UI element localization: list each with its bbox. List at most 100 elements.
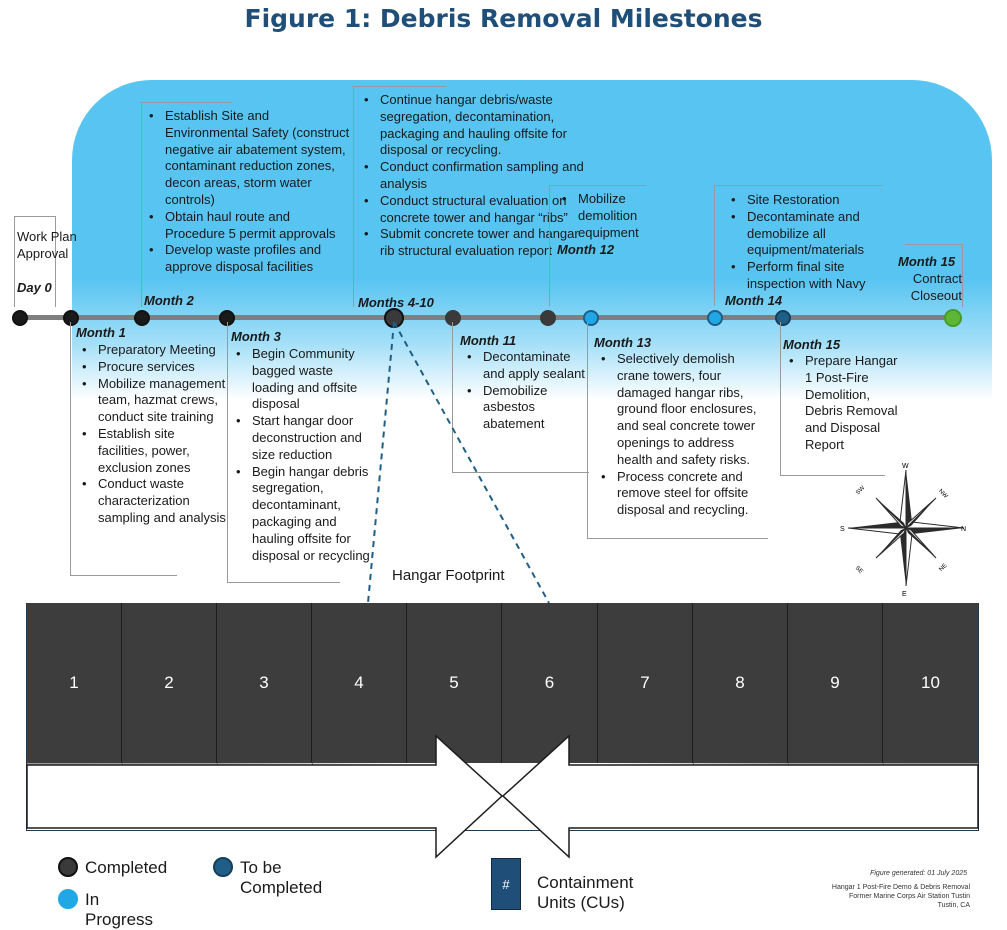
cu-9: 9 — [788, 603, 883, 763]
list-item: Obtain haul route and Procedure 5 permit… — [149, 209, 353, 243]
list-item: Decontaminate and apply sealant — [467, 349, 591, 383]
hangar-footprint-label: Hangar Footprint — [392, 567, 505, 584]
month1-list: Preparatory Meeting Procure services Mob… — [76, 342, 226, 527]
cu-number: 10 — [921, 673, 940, 692]
list-item: Preparatory Meeting — [82, 342, 226, 359]
cu-8: 8 — [693, 603, 788, 763]
list-item: Mobilize demolition equipment — [562, 191, 656, 241]
list-item: Site Restoration — [731, 192, 890, 209]
month14-list: Site Restoration Decontaminate and demob… — [725, 192, 890, 293]
month13-label: Month 13 — [594, 335, 652, 350]
compass-s-label: S — [840, 526, 845, 533]
list-item: Prepare Hangar 1 Post-Fire Demolition, D… — [789, 353, 905, 454]
legend-to-be-completed-label: To be Completed — [240, 858, 323, 897]
month11-list: Decontaminate and apply sealant Demobili… — [461, 349, 591, 433]
list-item: Demobilize asbestos abatement — [467, 383, 591, 433]
compass-se-label: SE — [854, 565, 864, 575]
credit-generated: Figure generated: 01 July 2025 — [870, 870, 967, 877]
list-item: Perform final site inspection with Navy — [731, 259, 890, 293]
list-item: Process concrete and remove steel for of… — [601, 469, 770, 519]
converging-arrows-icon — [26, 734, 979, 859]
month11-label: Month 11 — [460, 333, 517, 348]
day0-label: Day 0 — [17, 280, 52, 295]
month13-bracket — [587, 322, 768, 539]
legend-in-progress-label: In Progress — [85, 890, 154, 929]
month3-list: Begin Community bagged waste loading and… — [230, 346, 375, 564]
cu-number: 7 — [640, 673, 650, 692]
month15a-bracket — [905, 244, 963, 307]
milestone-dot-month15b — [775, 310, 791, 326]
compass-ne-label: NE — [938, 563, 948, 573]
compass-sw-label: SW — [855, 485, 866, 496]
month13-list: Selectively demolish crane towers, four … — [595, 351, 770, 519]
months4-10-bracket — [353, 86, 446, 307]
list-item: Decontaminate and demobilize all equipme… — [731, 209, 890, 259]
day0-text: Work Plan Approval — [17, 229, 77, 261]
page-title: Figure 1: Debris Removal Milestones — [244, 4, 763, 33]
month14-bracket — [714, 185, 883, 306]
month15a-text: Contract Closeout — [910, 271, 962, 303]
milestone-dot-month2 — [134, 310, 150, 326]
months4-10-list: Continue hangar debris/waste segregation… — [358, 92, 588, 260]
month3-label: Month 3 — [231, 329, 281, 344]
list-item: Start hangar door deconstruction and siz… — [236, 413, 375, 463]
cu-2: 2 — [122, 603, 217, 763]
month2-bracket — [141, 102, 232, 307]
cu-number: 9 — [830, 673, 840, 692]
credit-line3: Tustin, CA — [937, 902, 970, 909]
list-item: Begin hangar debris segregation, deconta… — [236, 464, 375, 565]
month15b-list: Prepare Hangar 1 Post-Fire Demolition, D… — [783, 353, 905, 454]
month15b-label: Month 15 — [783, 337, 841, 352]
compass-nw-label: NW — [937, 488, 949, 500]
list-item: Procure services — [82, 359, 226, 376]
month15a-label: Month 15 — [898, 254, 956, 269]
cu-4: 4 — [312, 603, 407, 763]
credit-line1: Hangar 1 Post-Fire Demo & Debris Removal — [831, 884, 970, 891]
months4-10-label: Months 4-10 — [358, 295, 434, 310]
milestone-dot-month12 — [540, 310, 556, 326]
list-item: Selectively demolish crane towers, four … — [601, 351, 770, 469]
month14-label: Month 14 — [725, 293, 783, 308]
list-item: Conduct waste characterization sampling … — [82, 476, 226, 526]
cu-3: 3 — [217, 603, 312, 763]
list-item: Conduct confirmation sampling and analys… — [364, 159, 588, 193]
month11-bracket — [452, 322, 589, 473]
list-item: Mobilize management team, hazmat crews, … — [82, 376, 226, 426]
list-item: Submit concrete tower and hangar rib str… — [364, 226, 588, 260]
list-item: Conduct structural evaluation on concret… — [364, 193, 588, 227]
legend-completed-label: Completed — [85, 858, 168, 877]
legend-completed-dot — [58, 857, 78, 877]
legend-cu-label: Containment Units (CUs) — [537, 873, 634, 912]
milestone-dot-month1 — [63, 310, 79, 326]
cu-1: 1 — [27, 603, 122, 763]
milestone-dot-month11 — [445, 310, 461, 326]
cu-number: 6 — [544, 673, 555, 692]
cu-number: 1 — [69, 673, 79, 692]
compass-w-label: W — [902, 463, 909, 470]
compass-e-label: E — [902, 591, 907, 598]
month12-label: Month 12 — [557, 242, 615, 257]
legend-cu-symbol: # — [491, 858, 521, 910]
cu-7: 7 — [598, 603, 693, 763]
day0-bracket — [14, 216, 56, 307]
cu-6: 6 — [502, 603, 598, 763]
list-item: Continue hangar debris/waste segregation… — [364, 92, 588, 159]
legend-in-progress-dot — [58, 889, 78, 909]
compass-rose-icon: W E S N SW NW SE NE — [840, 463, 966, 598]
cu-number: 5 — [449, 673, 459, 692]
month15b-bracket — [780, 322, 885, 476]
milestone-dot-day0 — [12, 310, 28, 326]
list-item: Establish site facilities, power, exclus… — [82, 426, 226, 476]
month12-list: Mobilize demolition equipment — [556, 191, 656, 241]
legend-to-be-completed-dot — [213, 857, 233, 877]
milestone-dot-month14 — [707, 310, 723, 326]
cu-number: 2 — [164, 673, 174, 692]
month2-label: Month 2 — [144, 293, 194, 308]
milestone-dot-month15a — [944, 309, 962, 327]
month1-label: Month 1 — [76, 325, 126, 340]
month2-list: Establish Site and Environmental Safety … — [143, 108, 353, 276]
cu-number: 4 — [354, 673, 364, 692]
cu-10: 10 — [883, 603, 978, 763]
cu-number: 3 — [259, 673, 269, 692]
